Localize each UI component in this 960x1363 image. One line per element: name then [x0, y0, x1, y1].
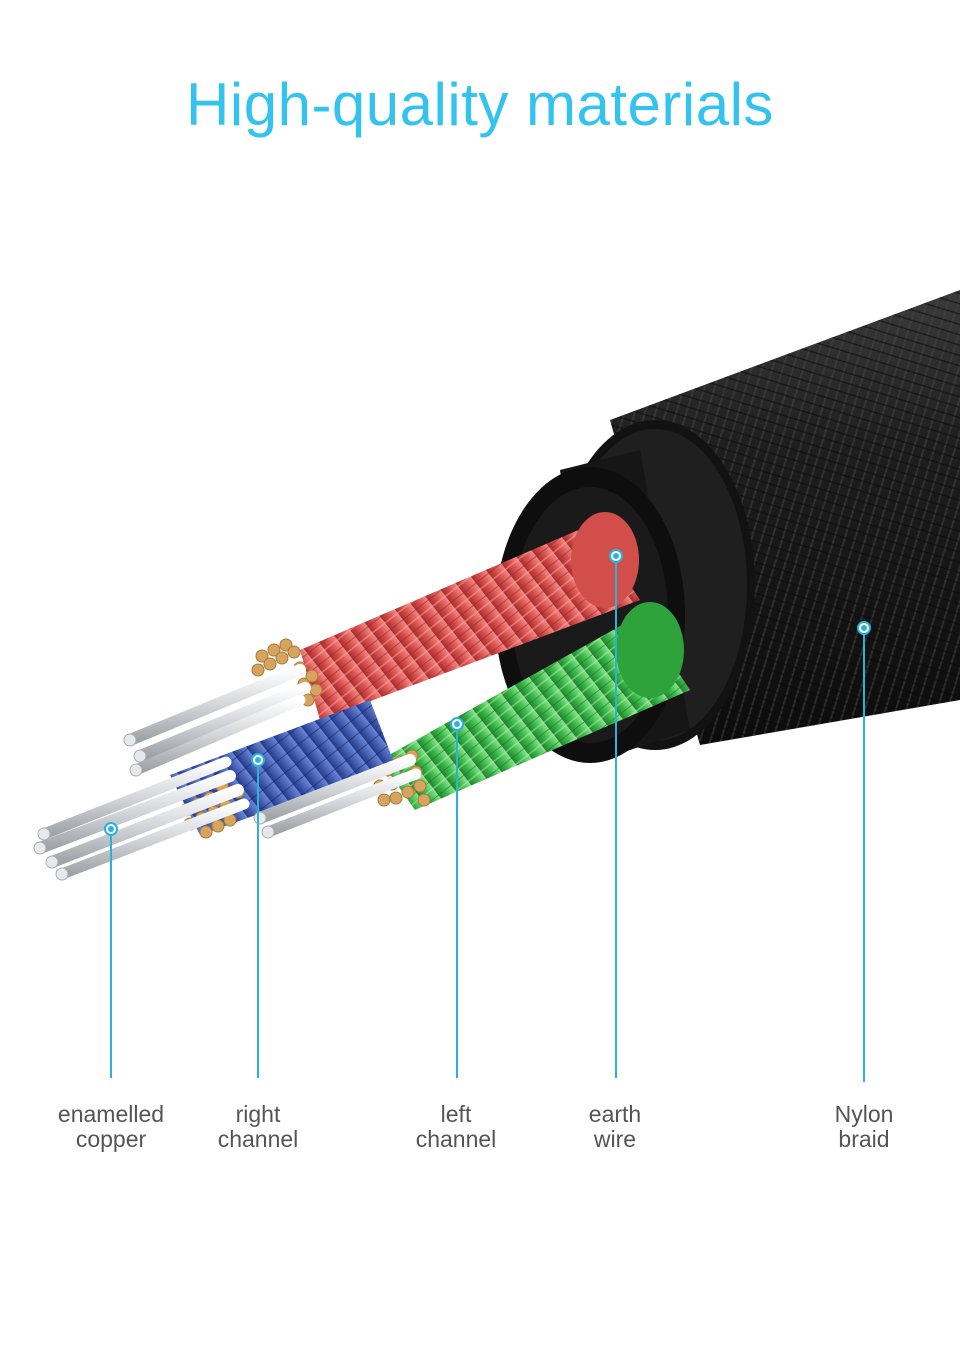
label-earth-wire: earth wire — [588, 1101, 642, 1152]
callout-line-left-channel — [450, 717, 464, 1078]
label-left-channel: left channel — [415, 1101, 497, 1152]
callout-line-earth-wire — [609, 549, 623, 1078]
silver-strands — [33, 664, 422, 881]
label-nylon-braid: Nylon braid — [834, 1101, 894, 1152]
callout-line-right-channel — [251, 753, 265, 1078]
label-right-channel: right channel — [217, 1101, 299, 1152]
earth-wire-bundle — [251, 512, 640, 720]
callout-line-enamelled-copper — [104, 822, 118, 1078]
callout-line-nylon-braid — [857, 621, 871, 1082]
label-enamelled-copper: enamelled copper — [57, 1101, 165, 1152]
page-title: High-quality materials — [186, 71, 774, 138]
